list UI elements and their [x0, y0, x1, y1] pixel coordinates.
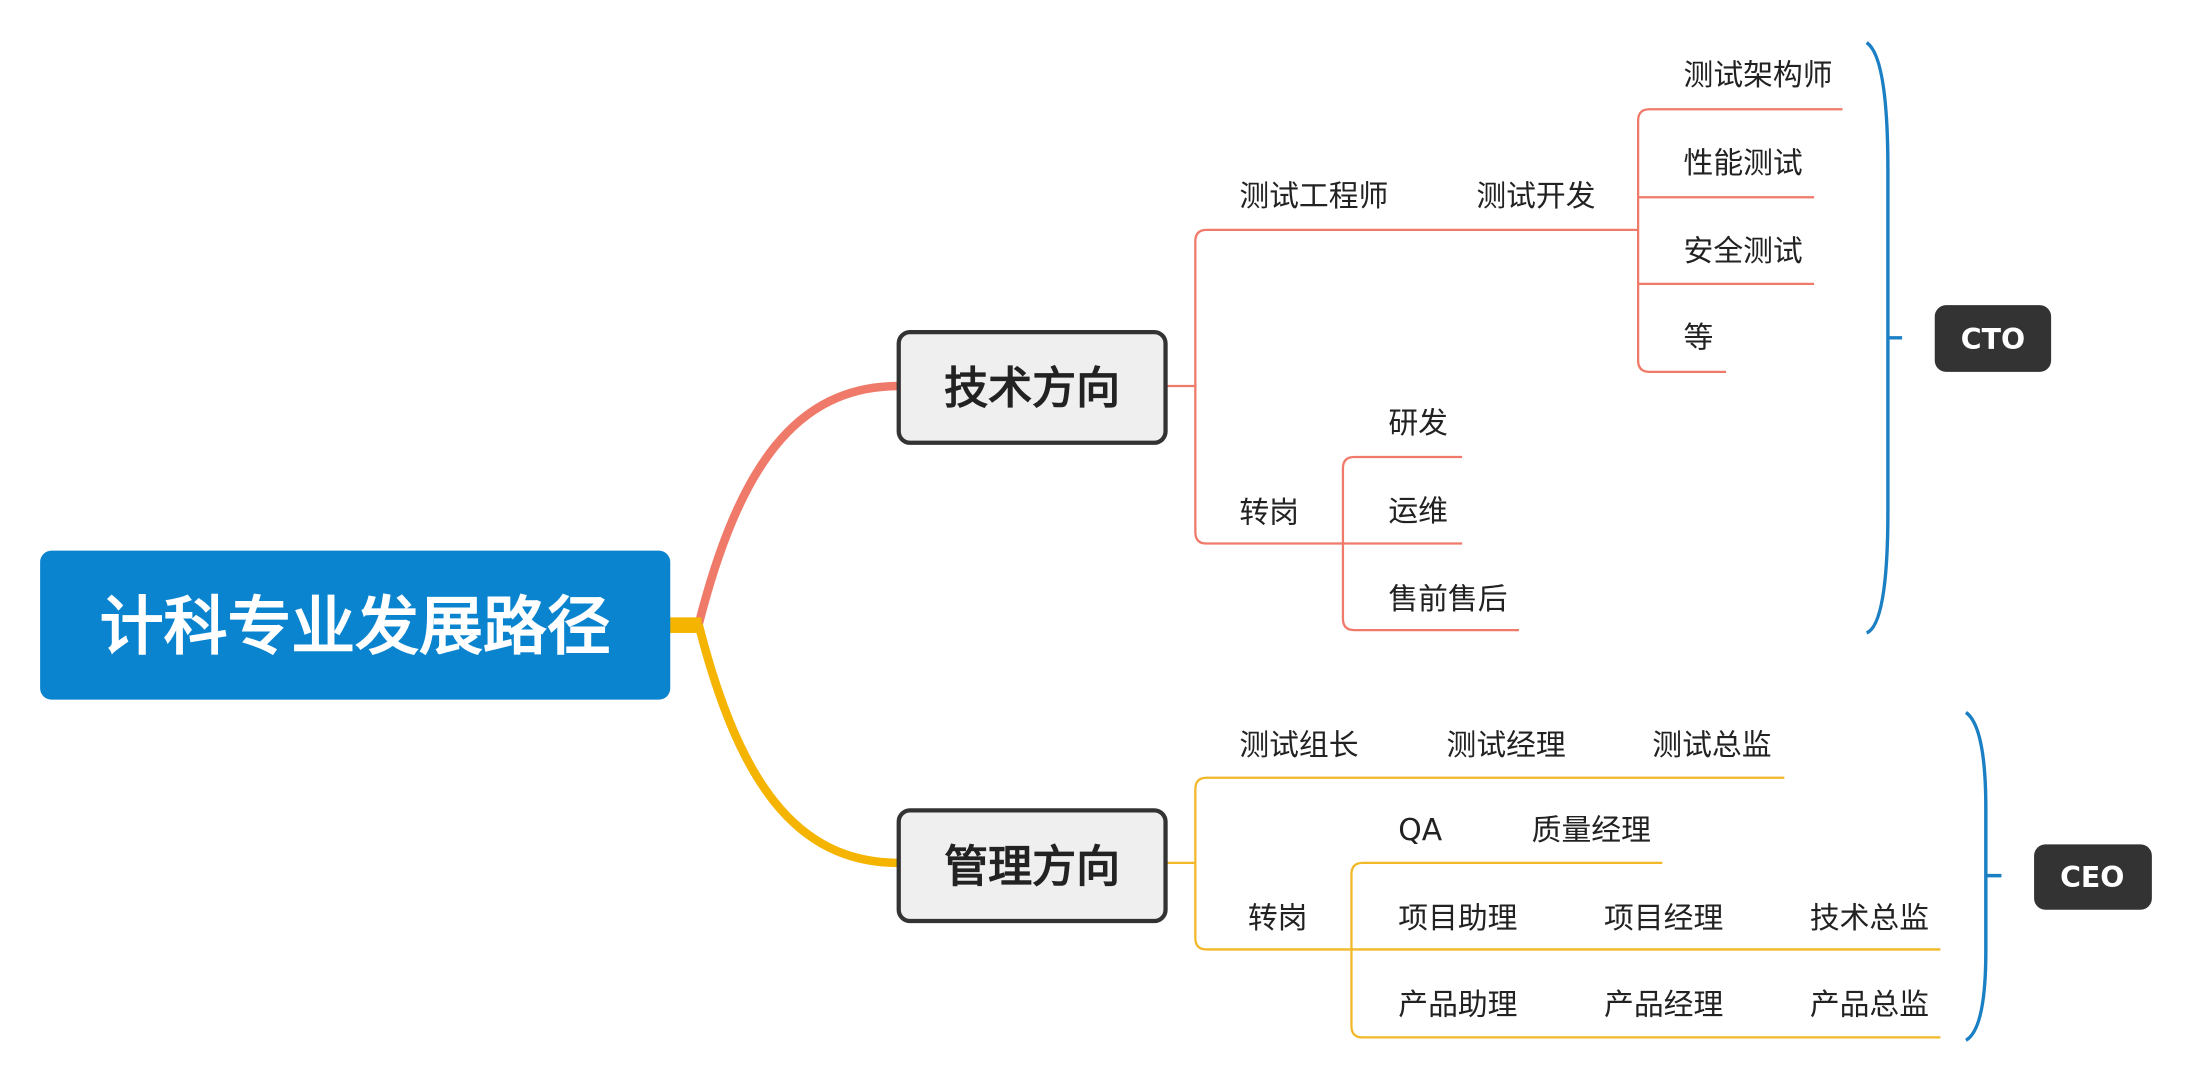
- tech-engineer[interactable]: 测试工程师: [1239, 179, 1388, 214]
- cto-bracket: [1865, 41, 1903, 635]
- dev-child[interactable]: 等: [1684, 321, 1714, 356]
- cto-tag[interactable]: CTO: [1934, 305, 2052, 372]
- product-item[interactable]: 产品助理: [1398, 988, 1517, 1023]
- tech-branch-line: [694, 381, 899, 626]
- root-stub: [667, 617, 702, 633]
- ceo-label: CEO: [2060, 861, 2124, 894]
- transfer-child[interactable]: 运维: [1388, 494, 1448, 529]
- project-item[interactable]: 项目助理: [1398, 901, 1517, 936]
- tech-transfer[interactable]: 转岗: [1239, 495, 1299, 530]
- transfer-child[interactable]: 售前售后: [1388, 582, 1507, 617]
- ceo-bracket: [1964, 711, 2002, 1042]
- dev-child[interactable]: 性能测试: [1684, 146, 1803, 181]
- product-item[interactable]: 产品经理: [1604, 988, 1723, 1023]
- project-item[interactable]: 项目经理: [1604, 901, 1723, 936]
- mgmt-branch-line: [694, 623, 899, 868]
- tech-dev[interactable]: 测试开发: [1476, 179, 1595, 214]
- tech-node[interactable]: 技术方向: [896, 329, 1168, 445]
- qa-item[interactable]: 质量经理: [1532, 813, 1651, 848]
- ceo-tag[interactable]: CEO: [2034, 844, 2152, 910]
- mgmt-lines: [1165, 776, 1941, 1039]
- dev-child[interactable]: 测试架构师: [1684, 58, 1833, 93]
- transfer-child[interactable]: 研发: [1388, 406, 1448, 441]
- project-item[interactable]: 技术总监: [1810, 901, 1929, 936]
- tech-lines: [1165, 108, 1843, 632]
- mgmt-transfer[interactable]: 转岗: [1248, 901, 1308, 936]
- tech-label: 技术方向: [944, 363, 1120, 414]
- path1-item[interactable]: 测试组长: [1239, 728, 1358, 763]
- root-label: 计科专业发展路径: [100, 591, 611, 665]
- path1-item[interactable]: 测试总监: [1652, 728, 1771, 763]
- cto-label: CTO: [1961, 323, 2025, 356]
- dev-child[interactable]: 安全测试: [1684, 234, 1803, 269]
- product-item[interactable]: 产品总监: [1810, 988, 1929, 1023]
- root-node[interactable]: 计科专业发展路径: [40, 550, 671, 700]
- mgmt-node[interactable]: 管理方向: [896, 808, 1168, 924]
- mgmt-label: 管理方向: [944, 841, 1120, 892]
- path1-item[interactable]: 测试经理: [1447, 728, 1566, 763]
- qa-item[interactable]: QA: [1398, 813, 1442, 848]
